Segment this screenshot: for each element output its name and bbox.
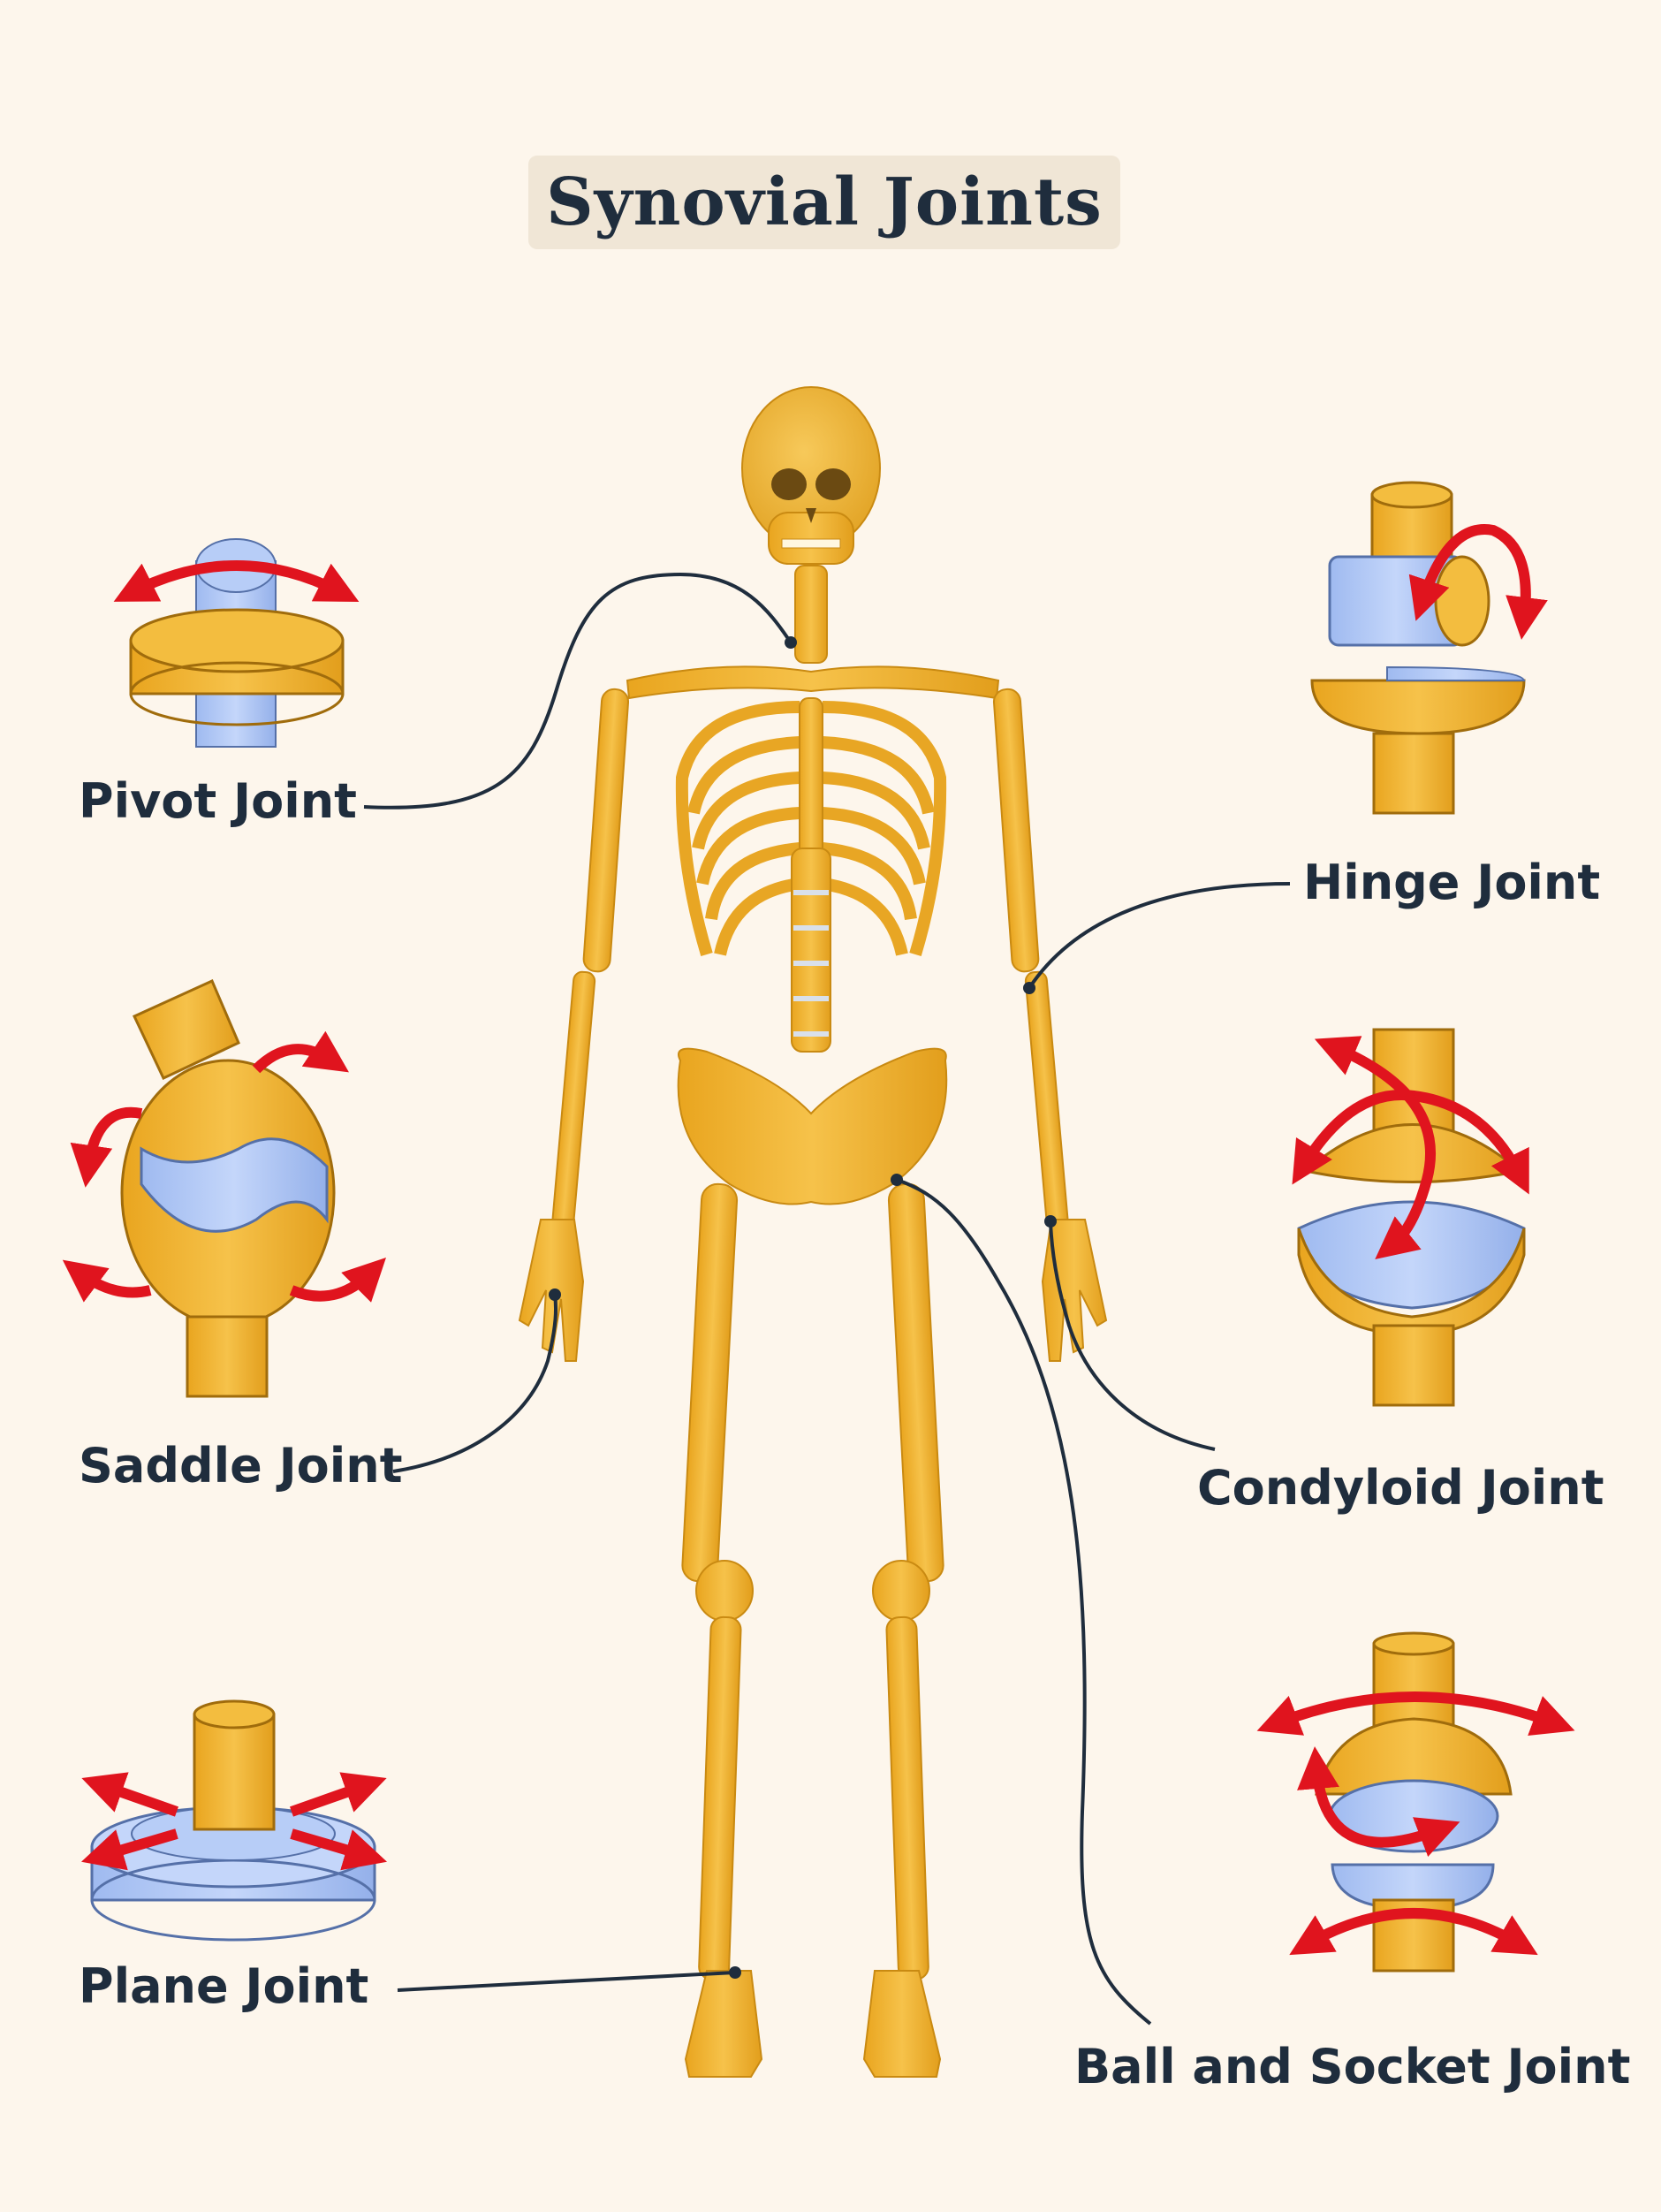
ball-socket-connector [896, 1178, 1152, 2026]
title-background [528, 156, 1120, 249]
right-humerus [992, 688, 1040, 973]
lumbar-spine [791, 848, 831, 1053]
hinge-joint-icon [1310, 481, 1548, 815]
left-tibia [698, 1615, 742, 1980]
right-foot [862, 1970, 942, 2078]
skeleton [518, 386, 1108, 2078]
left-femur [681, 1182, 739, 1583]
hinge-joint-label: Hinge Joint [1303, 855, 1601, 910]
saddle-joint-icon [62, 979, 386, 1398]
rib-cage [675, 701, 947, 957]
ball-socket-joint-icon [1256, 1631, 1575, 1973]
left-forearm [551, 970, 596, 1229]
hinge-connector [1028, 882, 1291, 990]
pelvis [677, 1047, 948, 1205]
sternum [799, 697, 823, 858]
page-title: Synovial Joints [546, 164, 1103, 240]
plane-joint-label: Plane Joint [79, 1958, 369, 2014]
saddle-connector [392, 1294, 558, 1473]
saddle-joint-label: Saddle Joint [79, 1438, 403, 1494]
plane-joint-icon [80, 1699, 388, 1942]
cervical-spine [794, 565, 828, 664]
pivot-joint-label: Pivot Joint [79, 773, 357, 829]
ball-socket-joint-label: Ball and Socket Joint [1074, 2039, 1631, 2094]
clavicles [626, 665, 1000, 700]
pivot-joint-icon [113, 538, 360, 748]
left-humerus [582, 688, 630, 973]
condyloid-connector [1049, 1220, 1216, 1451]
right-forearm [1024, 970, 1069, 1229]
pivot-connector [363, 572, 793, 810]
connector-lines [363, 572, 1291, 2026]
left-foot [684, 1970, 763, 2078]
connector-dots [549, 636, 1057, 1979]
condyloid-joint-icon [1292, 1028, 1529, 1407]
right-tibia [885, 1615, 929, 1980]
right-femur [887, 1182, 944, 1583]
condyloid-joint-label: Condyloid Joint [1197, 1460, 1604, 1516]
